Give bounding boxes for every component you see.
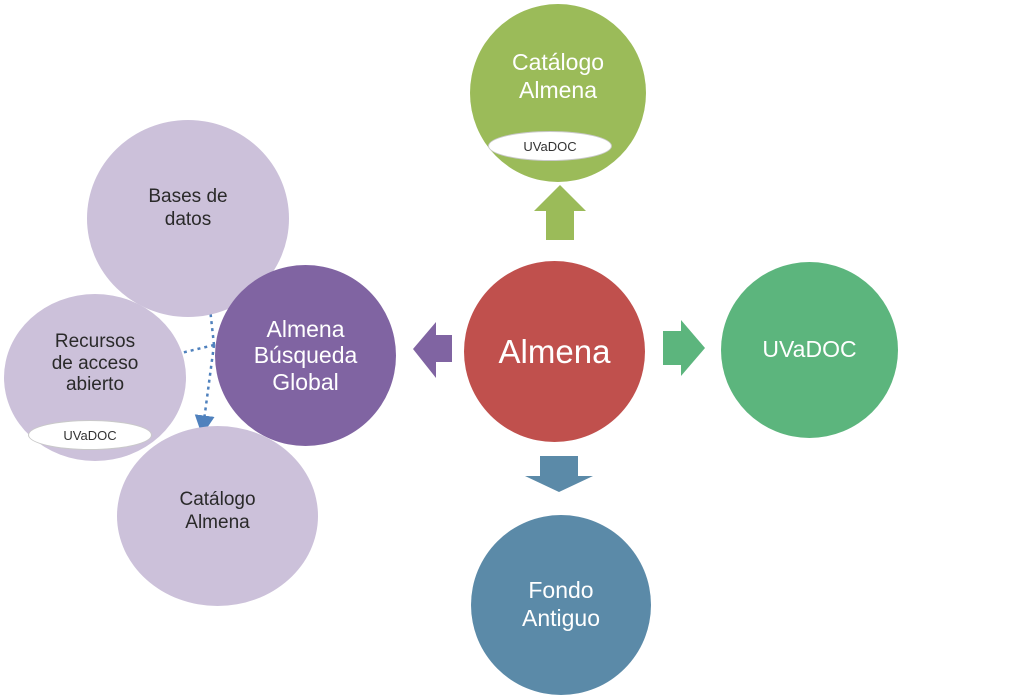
arrow-down bbox=[525, 456, 593, 492]
satellite-catalogo-almena: Catálogo Almena bbox=[117, 426, 318, 606]
satellite-recursos-acceso-abierto: Recursos de acceso abierto bbox=[4, 294, 186, 461]
node-uvadoc-right: UVaDOC bbox=[721, 262, 898, 438]
node-top-tag: UVaDOC bbox=[488, 131, 612, 161]
node-left-label: Almena Búsqueda Global bbox=[253, 315, 358, 395]
dotted-arrow-catalogo bbox=[194, 344, 216, 436]
node-center-label: Almena bbox=[498, 332, 611, 370]
arrow-up bbox=[534, 185, 586, 240]
satellite-catalogo-label: Catálogo Almena bbox=[179, 489, 256, 533]
arrow-right bbox=[663, 320, 705, 376]
satellite-recursos-tag: UVaDOC bbox=[28, 420, 152, 450]
satellite-recursos-label: Recursos de acceso abierto bbox=[51, 330, 139, 396]
node-fondo-antiguo: Fondo Antiguo bbox=[471, 515, 651, 695]
node-almena-center: Almena bbox=[464, 261, 645, 442]
arrow-left bbox=[413, 322, 452, 378]
node-right-label: UVaDOC bbox=[762, 336, 857, 363]
node-almena-busqueda-global: Almena Búsqueda Global bbox=[215, 265, 396, 446]
node-bottom-label: Fondo Antiguo bbox=[521, 577, 600, 631]
satellite-bases-label: Bases de datos bbox=[148, 185, 228, 230]
node-top-label: Catálogo Almena bbox=[511, 49, 605, 103]
